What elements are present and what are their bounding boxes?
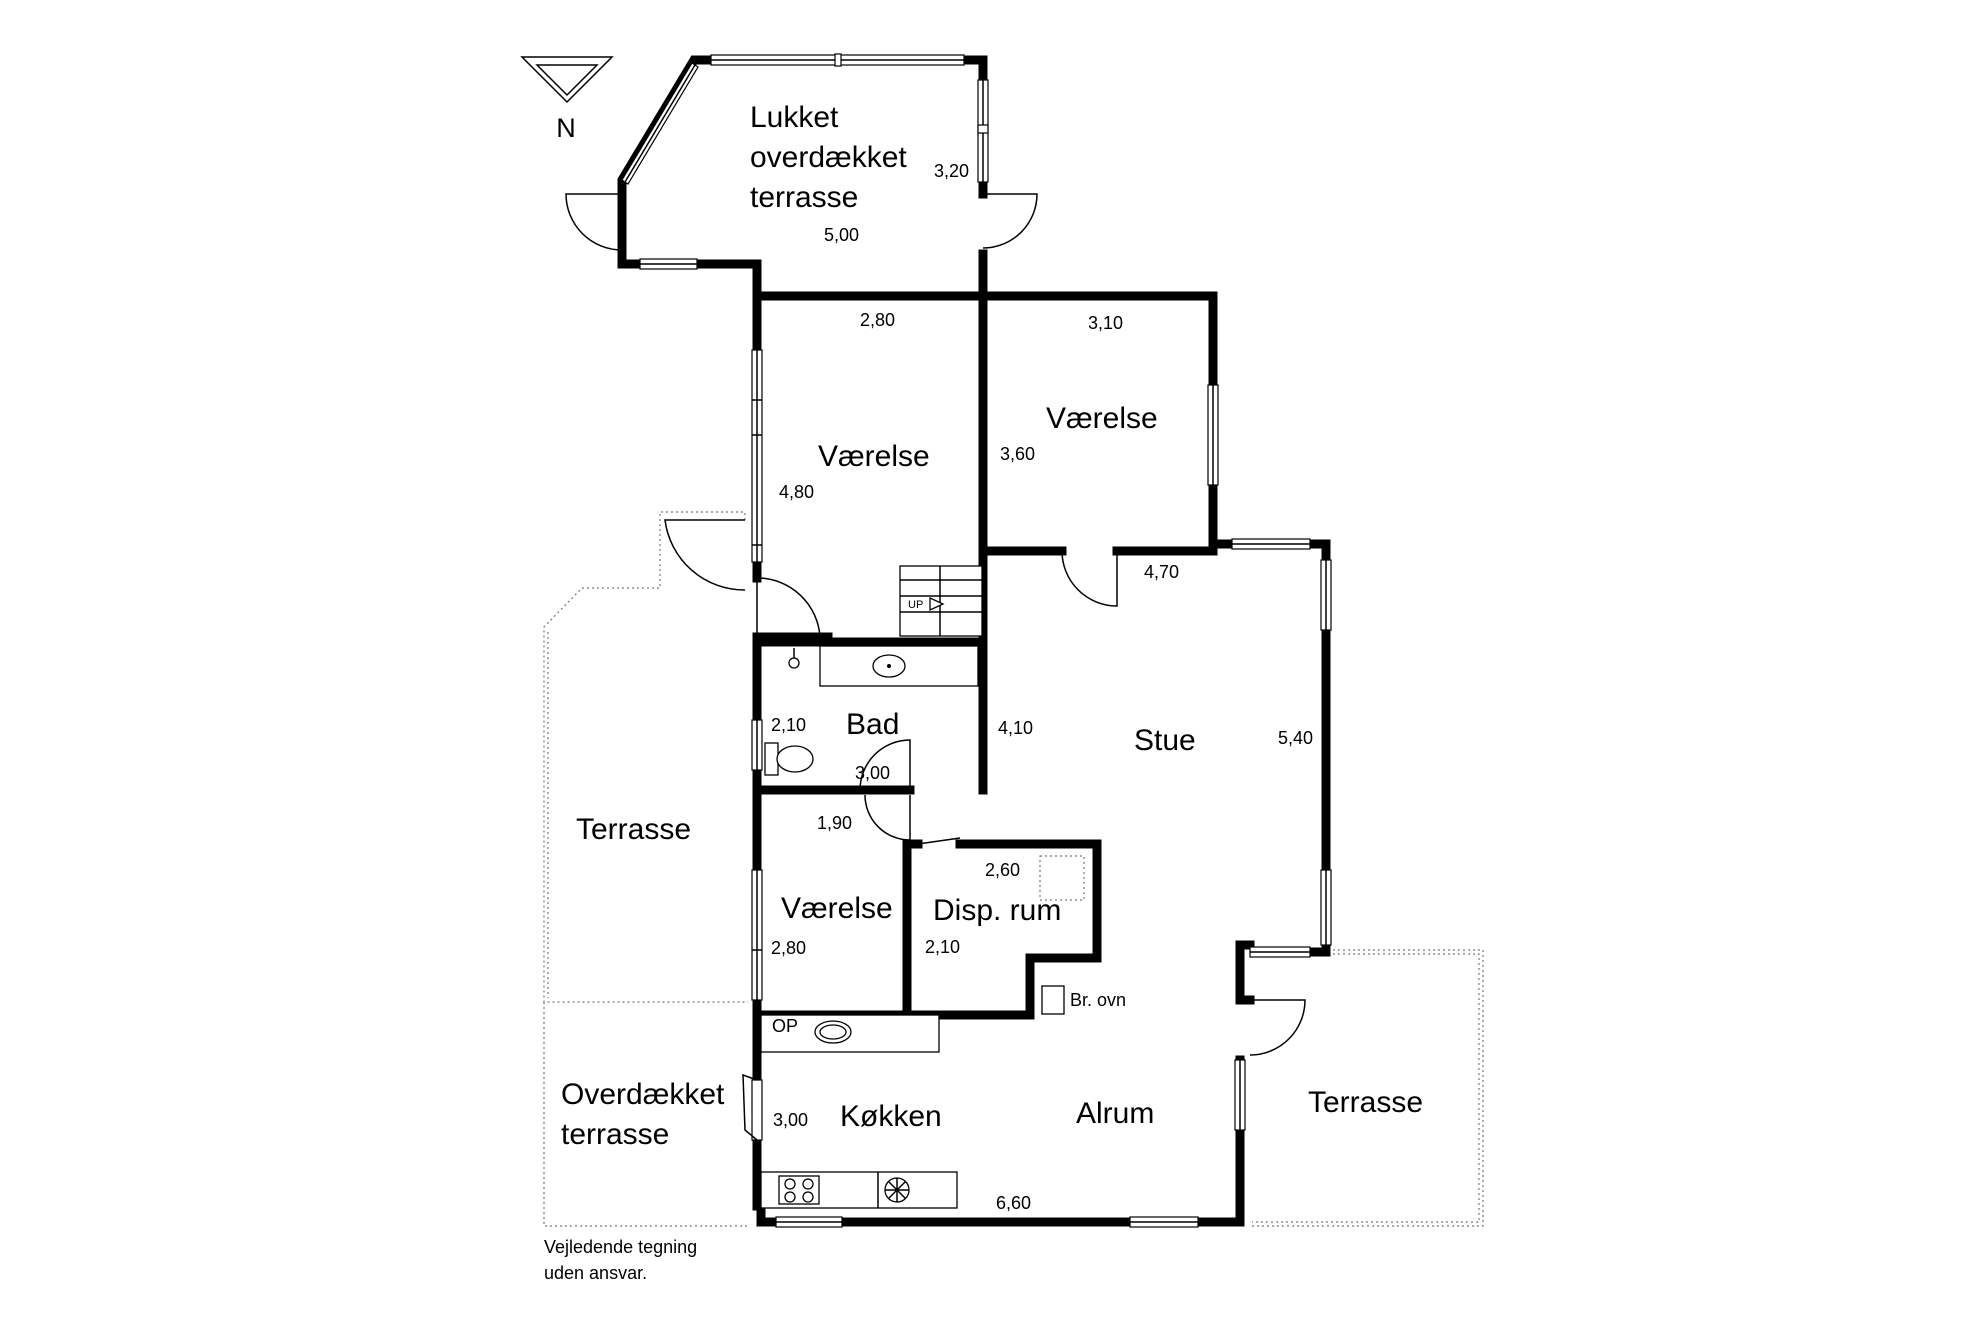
- dim-lukket-width: 5,00: [824, 225, 859, 245]
- dim-vaerelse1-depth: 4,80: [779, 482, 814, 502]
- dim-vaerelse2-depth: 3,60: [1000, 444, 1035, 464]
- terrasse-east-label: Terrasse: [1308, 1086, 1423, 1119]
- overdaekket-label-1: Overdækket: [561, 1078, 725, 1111]
- dim-disp-width: 2,60: [985, 860, 1020, 880]
- shower-icon: [788, 657, 800, 669]
- dim-bad-depth: 2,10: [771, 715, 806, 735]
- koekken-label: Køkken: [840, 1100, 942, 1133]
- dim-vaerelse1-width: 2,80: [860, 310, 895, 330]
- stair-label: UP: [908, 599, 923, 611]
- disp-label: Disp. rum: [933, 894, 1061, 927]
- terrace-outlines: [543, 511, 1484, 1227]
- stue-label: Stue: [1134, 724, 1196, 757]
- bathroom-fixtures: [764, 645, 979, 776]
- dim-koekken-depth: 3,00: [773, 1110, 808, 1130]
- lukket-label-3: terrasse: [750, 181, 858, 214]
- vaerelse3-label: Værelse: [781, 892, 893, 925]
- dim-bad-width: 3,00: [855, 763, 890, 783]
- vaerelse2-label: Værelse: [1046, 402, 1158, 435]
- dim-vaerelse3-width: 1,90: [817, 813, 852, 833]
- dim-stue-width: 4,70: [1144, 562, 1179, 582]
- bad-label: Bad: [846, 708, 899, 741]
- disclaimer-line-2: uden ansvar.: [544, 1263, 647, 1283]
- alrum-label: Alrum: [1076, 1097, 1154, 1130]
- oven-icon: [1041, 985, 1065, 1015]
- north-label: N: [556, 113, 576, 143]
- disp-fixture: [1039, 855, 1085, 901]
- lukket-label-2: overdækket: [750, 141, 907, 174]
- kitchen-fixtures: [760, 1014, 958, 1209]
- dim-alrum-width: 6,60: [996, 1193, 1031, 1213]
- doors: [565, 193, 1306, 1141]
- dim-lukket-depth: 3,20: [934, 161, 969, 181]
- lukket-label-1: Lukket: [750, 101, 839, 134]
- overdaekket-label-2: terrasse: [561, 1118, 669, 1151]
- dim-stue-depth-right: 5,40: [1278, 728, 1313, 748]
- stair-icon: [899, 565, 983, 637]
- dim-vaerelse3-depth: 2,80: [771, 938, 806, 958]
- vaerelse1-label: Værelse: [818, 440, 930, 473]
- toilet-icon: [764, 742, 779, 776]
- op-label: OP: [772, 1016, 798, 1036]
- dim-vaerelse2-width: 3,10: [1088, 313, 1123, 333]
- stove-icon: [778, 1175, 820, 1205]
- disclaimer-line-1: Vejledende tegning: [544, 1237, 697, 1257]
- north-arrow-icon: [520, 56, 614, 104]
- oven-label: Br. ovn: [1070, 990, 1126, 1010]
- walls: [617, 55, 1331, 1227]
- dim-stue-depth-left: 4,10: [998, 718, 1033, 738]
- dim-disp-depth: 2,10: [925, 937, 960, 957]
- windows: [621, 53, 1332, 1228]
- terrasse-west-label: Terrasse: [576, 813, 691, 846]
